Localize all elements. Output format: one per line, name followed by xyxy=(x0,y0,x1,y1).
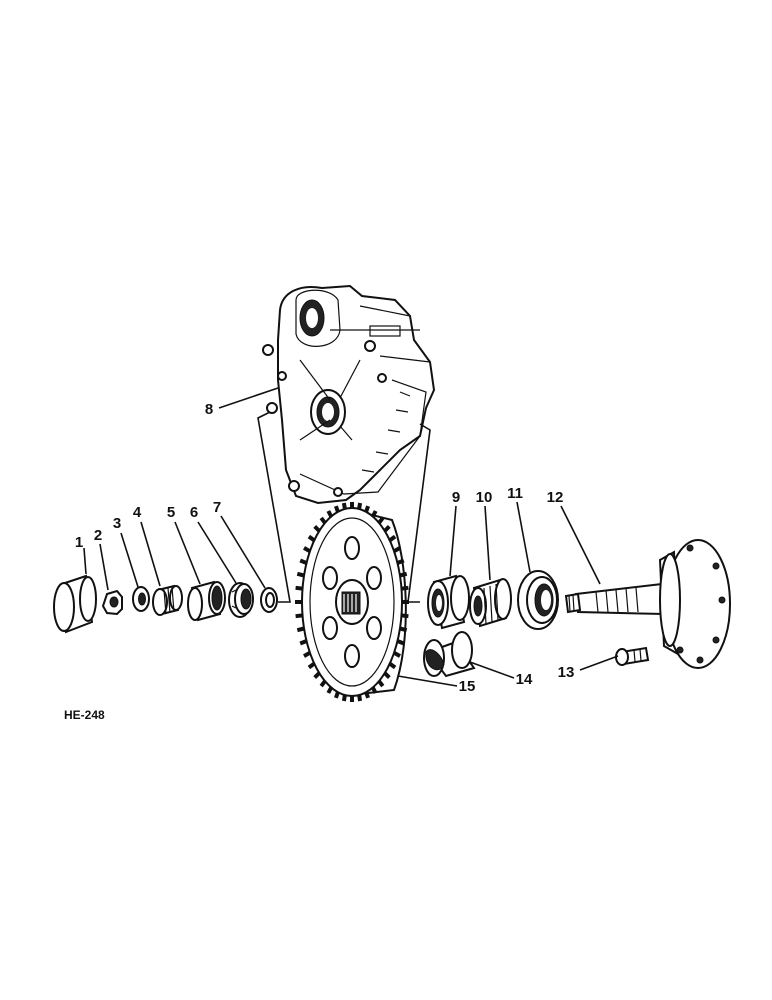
callout-2: 2 xyxy=(94,527,102,544)
callout-3: 3 xyxy=(113,515,121,532)
callout-12: 12 xyxy=(547,489,564,506)
part-12-axle-shaft xyxy=(564,539,731,669)
part-15-gear xyxy=(295,502,409,702)
part-6-seal xyxy=(228,582,254,618)
callout-10: 10 xyxy=(476,489,493,506)
gear-tooth xyxy=(388,661,397,670)
callout-8: 8 xyxy=(205,401,213,418)
figure-code: HE-248 xyxy=(64,708,105,722)
gear-tooth xyxy=(295,585,303,591)
gear-tooth xyxy=(296,571,305,578)
gear-tooth xyxy=(399,571,408,578)
callout-14: 14 xyxy=(516,671,533,688)
gear-tooth xyxy=(393,546,401,553)
part-9-bearing-cup xyxy=(427,574,470,630)
callout-6: 6 xyxy=(190,504,198,521)
part-13-bolt xyxy=(615,646,650,666)
gear-tooth xyxy=(399,626,408,633)
gear-tooth xyxy=(303,546,311,553)
callout-4: 4 xyxy=(133,504,142,521)
gear-tooth xyxy=(401,585,409,591)
gear-tooth xyxy=(393,651,401,658)
gear-tooth xyxy=(326,686,333,694)
callout-labels: 1 2 3 4 5 6 7 8 9 10 11 12 13 14 15 xyxy=(75,401,575,695)
gear-tooth xyxy=(307,661,316,670)
gear-tooth xyxy=(371,686,378,694)
callout-7: 7 xyxy=(213,499,221,516)
part-7-ring xyxy=(260,587,278,613)
part-4-bearing-cone xyxy=(152,584,183,616)
part-11-seal xyxy=(517,570,559,630)
gear-tooth xyxy=(326,510,333,518)
gear-tooth xyxy=(295,613,303,619)
callout-9: 9 xyxy=(452,489,460,506)
callout-11: 11 xyxy=(507,485,523,502)
part-14-bushing xyxy=(423,631,476,678)
assembly-lines xyxy=(257,411,431,603)
gear-tooth xyxy=(371,510,378,518)
gear-tooth xyxy=(303,651,311,658)
callout-15: 15 xyxy=(459,678,476,695)
part-8-housing xyxy=(262,284,436,505)
part-10-bearing-cone xyxy=(469,578,512,628)
callout-5: 5 xyxy=(167,504,175,521)
gear-tooth xyxy=(401,613,409,619)
part-3-washer xyxy=(132,586,150,612)
part-5-bearing-cup xyxy=(187,580,226,622)
gear-tooth xyxy=(388,534,397,543)
callout-1: 1 xyxy=(75,534,83,551)
leader-lines xyxy=(83,387,619,687)
gear-tooth xyxy=(307,534,316,543)
part-1-cap xyxy=(53,574,97,634)
callout-13: 13 xyxy=(558,664,575,681)
part-2-nut xyxy=(101,589,123,616)
gear-tooth xyxy=(296,626,305,633)
